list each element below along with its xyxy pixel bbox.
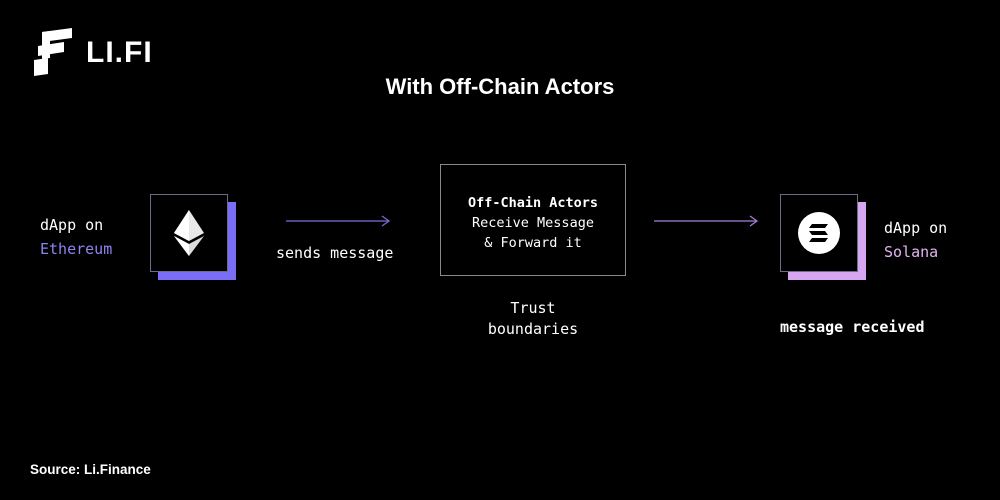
lifi-logo-mark-icon: [34, 28, 72, 76]
off-chain-actors-box: Off-Chain Actors Receive Message & Forwa…: [440, 164, 626, 276]
solana-icon: [798, 212, 840, 254]
actors-line-forward: & Forward it: [484, 235, 582, 251]
forward-arrow: [654, 215, 759, 227]
diagram-title: With Off-Chain Actors: [385, 74, 615, 99]
source-footer: Source: Li.Finance: [30, 462, 151, 477]
destination-prefix: dApp on: [884, 219, 948, 237]
source-chain-box-front: [150, 194, 228, 272]
ethereum-icon: [174, 210, 204, 256]
message-received-label: message received: [780, 318, 925, 336]
send-arrow: [286, 215, 391, 227]
destination-chain-name: Solana: [884, 243, 939, 261]
destination-chain-box: [780, 194, 866, 280]
source-prefix: dApp on: [40, 216, 104, 234]
trust-boundaries-label: Trust boundaries: [440, 298, 626, 340]
trust-line-2: boundaries: [487, 320, 579, 338]
destination-chain-box-front: [780, 194, 858, 272]
source-chain-name: Ethereum: [40, 240, 113, 258]
source-label: dApp on Ethereum: [40, 213, 112, 261]
trust-line-1: Trust: [510, 299, 556, 317]
destination-label: dApp on Solana: [884, 216, 947, 264]
arrow-label: sends message: [276, 244, 394, 262]
source-chain-box: [150, 194, 236, 280]
actors-title: Off-Chain Actors: [467, 195, 599, 211]
brand-name: LI.FI: [86, 36, 153, 69]
actors-line-receive: Receive Message: [472, 215, 594, 231]
lifi-logo: LI.FI: [34, 28, 174, 80]
